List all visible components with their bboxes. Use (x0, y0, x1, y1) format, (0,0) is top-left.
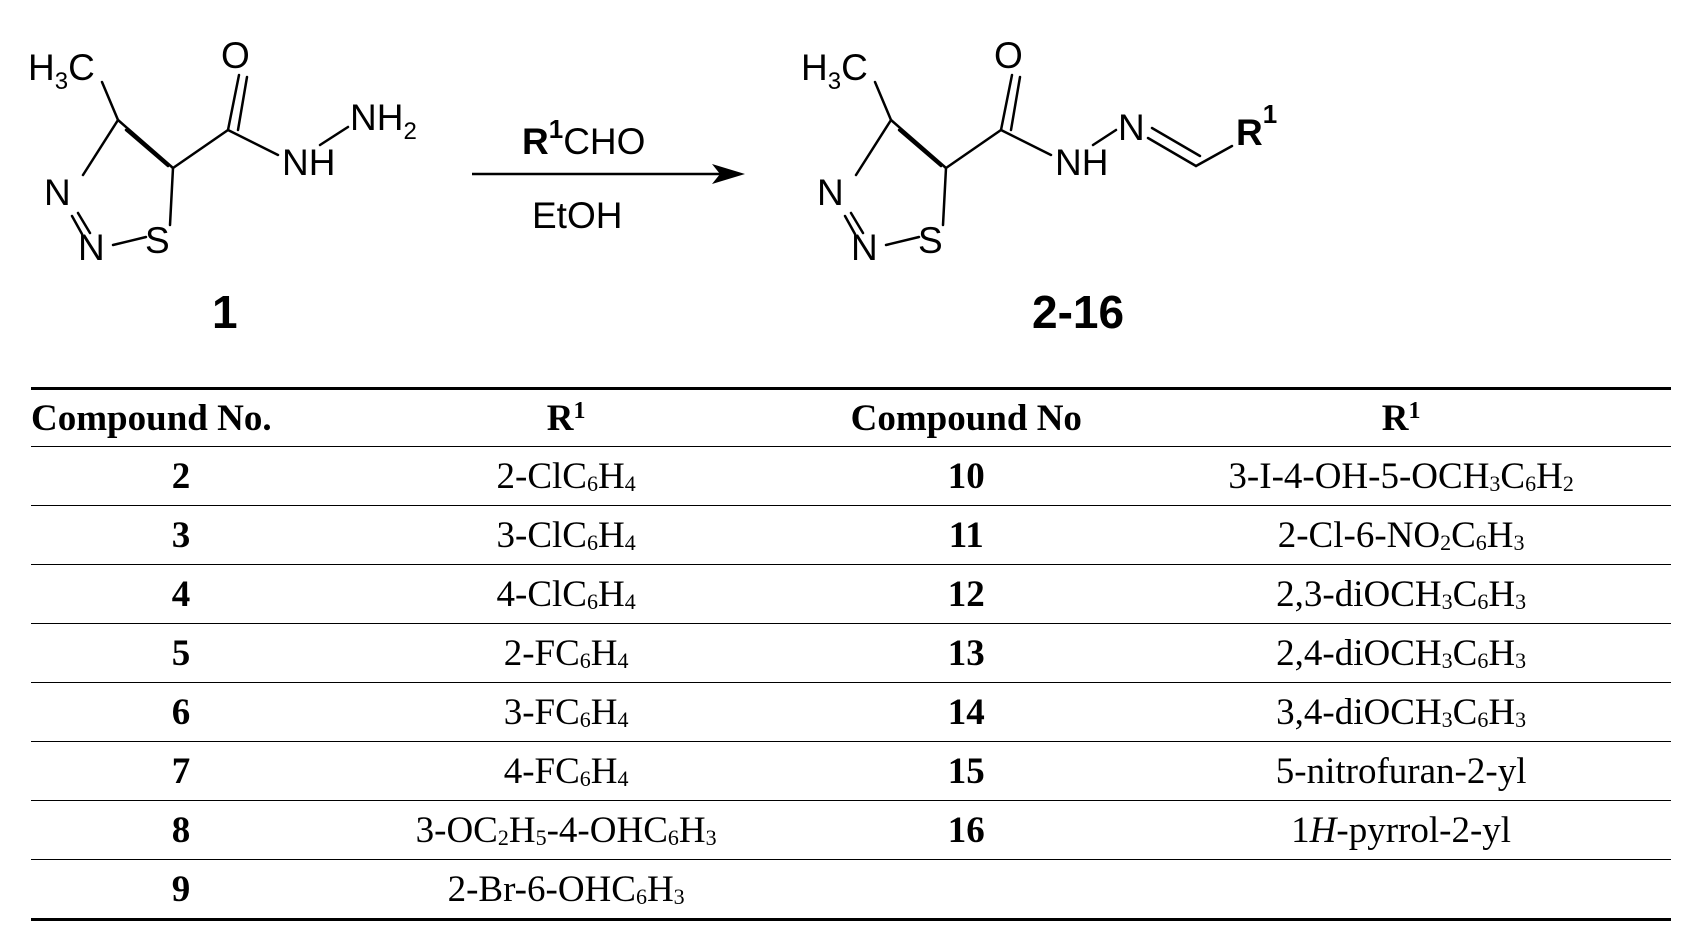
reagent-label: R1CHO (522, 114, 645, 162)
substituent: 2,4-diOCH3C6H3 (1276, 632, 1527, 674)
compound-number: 2 (171, 455, 191, 497)
table-header-row: Compound No. R1 Compound No R1 (31, 388, 1671, 447)
reactant-ring-n1: N (44, 172, 71, 213)
reaction-scheme: H3C O NH NH2 N N S 1 R1CHO EtOH H3C (28, 35, 1277, 338)
solvent-label: EtOH (532, 195, 622, 236)
compound-number: 8 (171, 809, 191, 851)
table-row: 7 4-FC6H4 15 5-nitrofuran-2-yl (31, 742, 1671, 801)
header-compound-no-right: Compound No (850, 397, 1082, 439)
compound-number: 9 (171, 868, 191, 910)
reactant-nh2-label: NH2 (350, 97, 417, 145)
product-ring-s: S (918, 220, 943, 261)
product-compound-label: 2-16 (1032, 286, 1124, 338)
substituent: 2-Cl-6-NO2C6H3 (1277, 514, 1525, 556)
substituent: 2-FC6H4 (503, 632, 629, 674)
product-ring-n1: N (817, 172, 844, 213)
product-r-group: R1 (1236, 99, 1277, 153)
compound-number: 10 (947, 455, 985, 497)
compound-number: 7 (171, 750, 191, 792)
substituent: 2-ClC6H4 (496, 455, 636, 497)
substituent: 3,4-diOCH3C6H3 (1276, 691, 1527, 733)
table-row: 3 3-ClC6H4 11 2-Cl-6-NO2C6H3 (31, 506, 1671, 565)
reactant-compound-label: 1 (212, 286, 238, 338)
reactant-carbonyl-oxygen: O (221, 35, 250, 76)
substituent: 2,3-diOCH3C6H3 (1276, 573, 1527, 615)
substituent: 5-nitrofuran-2-yl (1275, 750, 1527, 792)
reaction-arrow (472, 164, 745, 184)
substituent: 1H-pyrrol-2-yl (1291, 809, 1512, 851)
table-row: 4 4-ClC6H4 12 2,3-diOCH3C6H3 (31, 565, 1671, 624)
compound-number: 4 (171, 573, 191, 615)
reactant-nh-label: NH (282, 142, 335, 183)
table-row: 6 3-FC6H4 14 3,4-diOCH3C6H3 (31, 683, 1671, 742)
compound-number: 12 (947, 573, 985, 615)
compound-table: Compound No. R1 Compound No R1 2 2-ClC6H… (31, 387, 1671, 921)
header-compound-no-left: Compound No. (31, 397, 272, 439)
table-row: 5 2-FC6H4 13 2,4-diOCH3C6H3 (31, 624, 1671, 683)
compound-number: 14 (947, 691, 985, 733)
substituent (1131, 860, 1671, 920)
compound-number: 13 (947, 632, 985, 674)
substituent: 3-ClC6H4 (496, 514, 636, 556)
reactant-ring-s: S (145, 220, 170, 261)
product-structure (843, 73, 1234, 247)
header-r1-left: R1 (546, 397, 586, 439)
compound-number: 3 (171, 514, 191, 556)
table-row: 8 3-OC2H5-4-OHC6H3 16 1H-pyrrol-2-yl (31, 801, 1671, 860)
compound-number: 6 (171, 691, 191, 733)
product-imine-n: N (1118, 107, 1145, 148)
substituent: 3-OC2H5-4-OHC6H3 (415, 809, 717, 851)
reactant-methyl-label: H3C (28, 47, 95, 95)
compound-number: 15 (947, 750, 985, 792)
compound-number: 11 (948, 514, 984, 556)
compound-number (801, 860, 1131, 920)
product-carbonyl-oxygen: O (994, 35, 1023, 76)
product-nh-label: NH (1055, 142, 1108, 183)
compound-number: 5 (171, 632, 191, 674)
substituent: 3-I-4-OH-5-OCH3C6H2 (1228, 455, 1574, 497)
substituent: 2-Br-6-OHC6H3 (447, 868, 685, 910)
product-methyl-label: H3C (801, 47, 868, 95)
header-r1-right: R1 (1381, 397, 1421, 439)
substituent: 4-ClC6H4 (496, 573, 636, 615)
table-row: 9 2-Br-6-OHC6H3 (31, 860, 1671, 920)
substituent: 4-FC6H4 (503, 750, 629, 792)
substituent: 3-FC6H4 (503, 691, 629, 733)
product-ring-n2: N (851, 227, 878, 268)
table-row: 2 2-ClC6H4 10 3-I-4-OH-5-OCH3C6H2 (31, 447, 1671, 506)
compound-number: 16 (947, 809, 985, 851)
reactant-structure (70, 73, 350, 247)
reactant-ring-n2: N (78, 227, 105, 268)
